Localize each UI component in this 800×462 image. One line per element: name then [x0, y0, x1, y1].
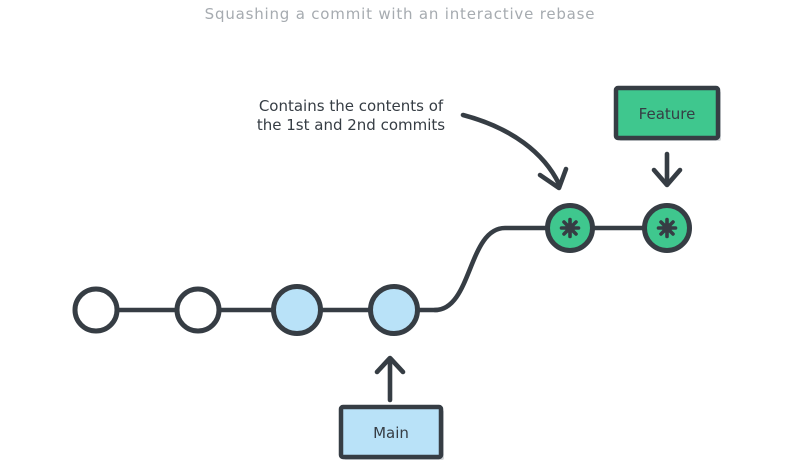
down-arrow-head: [651, 167, 683, 188]
commit-node-1: [72, 286, 120, 334]
commit-node-3: [271, 284, 323, 336]
feature-box: [613, 85, 721, 141]
branch-curve-line: [432, 225, 551, 313]
main-label-text: Main: [373, 424, 409, 442]
annotation-curved-arrow: [460, 112, 569, 191]
page-title: Squashing a commit with an interactive r…: [205, 5, 596, 23]
curved-arrow-shaft: [460, 112, 562, 187]
squash-star-icon: [656, 217, 678, 239]
annotation-line2: the 1st and 2nd commits: [257, 116, 445, 134]
main-box: [338, 404, 444, 460]
squashed-commit-node-1: [545, 203, 595, 253]
squashed-commit-node-2: [642, 203, 692, 253]
commit-node-4: [368, 284, 420, 336]
commit-node-2: [174, 286, 222, 334]
main-label: Main: [338, 404, 444, 460]
main-up-arrow: [374, 355, 406, 403]
feature-label: Feature: [613, 85, 721, 141]
up-arrow-head: [374, 355, 406, 375]
feature-down-arrow: [651, 151, 683, 188]
squash-star-icon: [559, 217, 581, 239]
annotation-line1: Contains the contents of: [259, 97, 444, 115]
feature-label-text: Feature: [639, 105, 696, 123]
curved-arrow-head: [537, 166, 569, 191]
